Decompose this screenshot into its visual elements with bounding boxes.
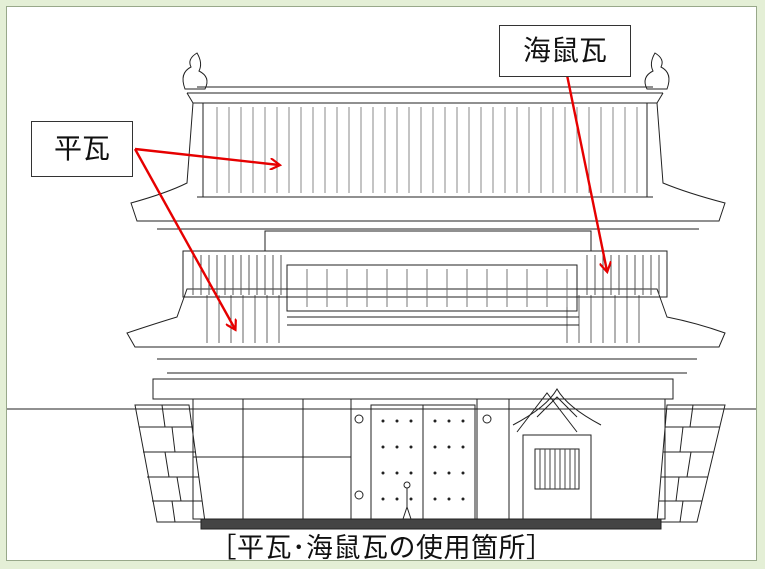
- stone-wall-right: [656, 404, 726, 523]
- lower-roof: [126, 288, 726, 374]
- shachihoko-right: [644, 52, 670, 90]
- callout-hiragawara: 平瓦: [31, 121, 133, 177]
- middle-wall: [182, 230, 668, 312]
- arrow-hiragawara-upper: [134, 147, 279, 165]
- shachihoko-left: [182, 52, 208, 90]
- stone-wall-left: [134, 404, 206, 523]
- figure-caption: ［平瓦･海鼠瓦の使用箇所］: [209, 533, 554, 561]
- callout-kaisokugawara: 海鼠瓦: [499, 25, 631, 77]
- gate-ground-floor: [152, 378, 674, 520]
- arrow-kaisokugawara: [565, 74, 607, 271]
- gate-elevation-drawing: [7, 52, 756, 530]
- person-figure: [402, 481, 412, 520]
- arrow-hiragawara-lower: [133, 148, 235, 329]
- side-gate: [512, 387, 602, 520]
- diagram-panel: 平瓦 海鼠瓦 ［平瓦･海鼠瓦の使用箇所］: [6, 6, 757, 561]
